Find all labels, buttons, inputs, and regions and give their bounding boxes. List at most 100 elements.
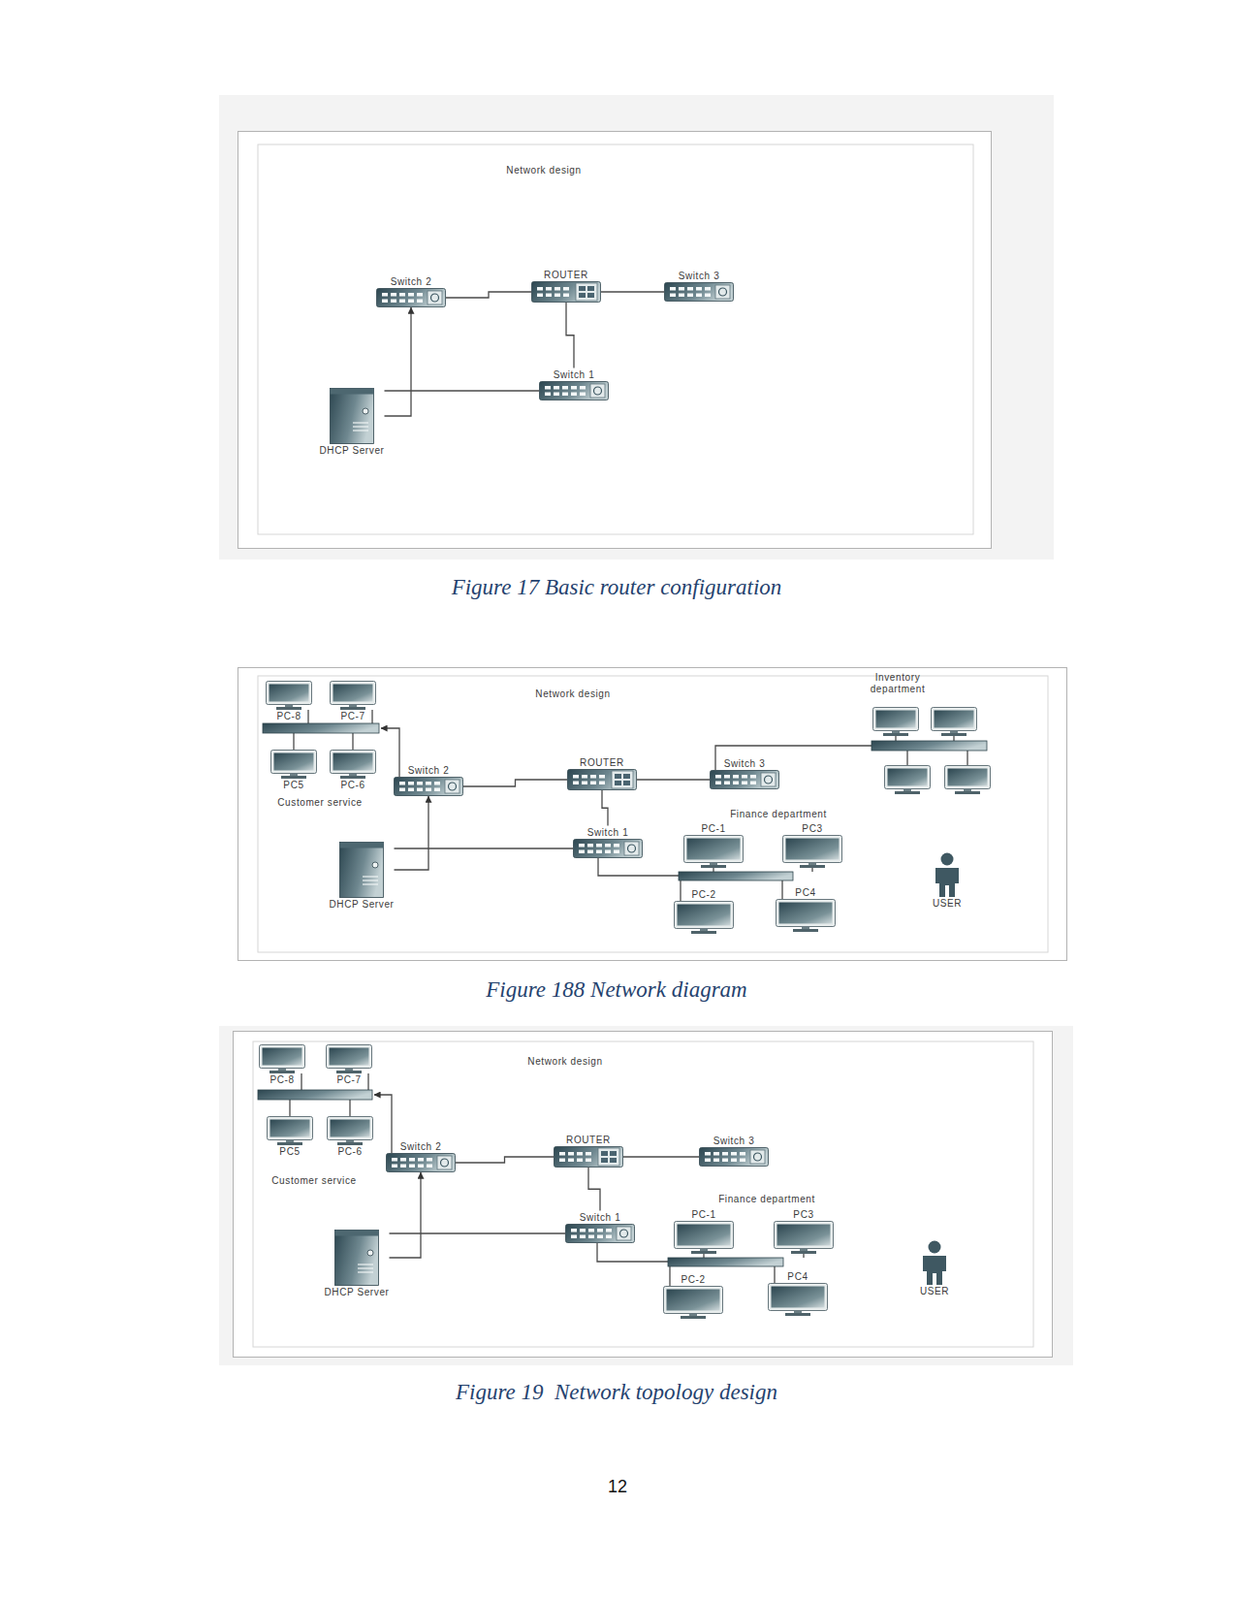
device-label: ROUTER [543, 269, 589, 282]
network-link [384, 389, 540, 391]
device-label: PC-8 [269, 1074, 294, 1086]
device-label: PC5 [279, 1145, 300, 1158]
switch-icon [709, 769, 780, 790]
network-link [636, 778, 710, 780]
cable [715, 745, 872, 770]
pc-icon [329, 749, 377, 779]
device-label: Switch 2 [400, 1140, 443, 1153]
network-link [389, 1172, 422, 1258]
pc-icon [673, 900, 734, 934]
device-label: PC-6 [340, 779, 365, 792]
group-label: Customer service [277, 796, 362, 809]
hub-bar [257, 1089, 373, 1100]
switch-icon [572, 838, 643, 858]
cable [597, 1242, 668, 1262]
cable [906, 750, 908, 765]
figure-surround [219, 95, 1054, 560]
figure-panel: Network design PC-8 PC-7PC5 PC-6 Switch 2 ROU… [237, 666, 1068, 961]
pc-node: PC-7 [329, 680, 377, 724]
figure-caption: Figure 17 Basic router configuration [451, 574, 783, 601]
pc-icon [873, 707, 920, 737]
device-label: ROUTER [566, 1134, 611, 1146]
device-label: PC-7 [336, 1074, 361, 1086]
server-icon [334, 1229, 380, 1286]
pc-icon [773, 1220, 834, 1254]
router-node: ROUTER [567, 756, 637, 792]
pc-icon [767, 1282, 828, 1316]
pc-icon [266, 1115, 314, 1145]
device-label: DHCP Server [324, 1286, 390, 1299]
page-number: 12 [607, 1476, 628, 1497]
panel-ground [237, 666, 1068, 961]
device-label: Switch 2 [390, 276, 433, 288]
device-label: USER [919, 1285, 950, 1298]
switch-icon [698, 1146, 769, 1167]
pc-icon [945, 765, 991, 795]
switch-icon [376, 287, 446, 308]
hub-bar [667, 1257, 784, 1267]
figure-surround [219, 1025, 1074, 1365]
switch-icon [565, 1223, 635, 1243]
switch-icon [538, 380, 609, 401]
cable [811, 867, 813, 872]
device-label: Switch 1 [579, 1211, 622, 1224]
network-link [455, 1156, 554, 1163]
cable [773, 1266, 775, 1283]
device-label: Switch 3 [713, 1135, 756, 1147]
pc-node: PC-1 [673, 1207, 734, 1255]
pc-icon [326, 1115, 374, 1145]
cable [952, 735, 954, 741]
device-label: PC-2 [691, 888, 716, 901]
router-icon [531, 281, 602, 303]
network-link [601, 290, 665, 292]
device-label: Switch 1 [553, 369, 596, 381]
group-label: Finance department [718, 1193, 816, 1205]
cable [380, 728, 400, 777]
panel-title: Network design [535, 688, 610, 700]
network-link [394, 847, 574, 849]
switch-node: Switch 2 [376, 275, 446, 309]
pc-icon [885, 765, 931, 795]
switch-node: Switch 2 [393, 763, 464, 797]
hub-bar [262, 723, 380, 733]
figure-caption: Figure 19 Network topology design [455, 1379, 778, 1405]
cable [300, 1073, 302, 1090]
server-node: DHCP Server [324, 1229, 390, 1300]
network-link [394, 795, 430, 870]
device-label: PC5 [283, 779, 304, 792]
figure-caption: Figure 188 Network diagram [485, 977, 747, 1003]
device-label: PC4 [794, 887, 816, 899]
device-label: Switch 2 [408, 764, 450, 777]
device-label: PC3 [792, 1208, 814, 1221]
pc-node: PC5 [270, 749, 317, 793]
pc-icon [258, 1044, 306, 1074]
cable [348, 1099, 350, 1116]
cable [292, 732, 294, 750]
cable [712, 867, 714, 872]
pc-icon [325, 1044, 373, 1074]
switch-node: Switch 2 [385, 1140, 456, 1173]
pc-node: PC3 [782, 822, 843, 869]
network-link [389, 1232, 567, 1234]
device-label: PC4 [787, 1270, 808, 1283]
router-node: ROUTER [553, 1133, 624, 1169]
router-icon [567, 768, 637, 791]
user-icon [917, 1239, 952, 1285]
pc-node: PC-8 [265, 680, 313, 724]
pc-icon [775, 898, 836, 932]
switch-icon [393, 776, 464, 796]
pc-icon [782, 834, 843, 868]
inner-frame [253, 1041, 1034, 1347]
pc-node: PC-6 [329, 749, 377, 793]
cable [802, 1253, 804, 1258]
network-link [602, 790, 608, 826]
cable [371, 709, 373, 724]
network-link [384, 307, 412, 416]
server-node: DHCP Server [329, 841, 395, 912]
user-node: USER [917, 1239, 952, 1299]
switch-node: Switch 1 [572, 825, 643, 859]
figure-panel: Network designPC-8PC-7PC5PC-6Switch 2ROU… [232, 1030, 1053, 1358]
user-node: USER [929, 852, 965, 911]
cable [702, 1253, 704, 1258]
cable [781, 880, 783, 899]
